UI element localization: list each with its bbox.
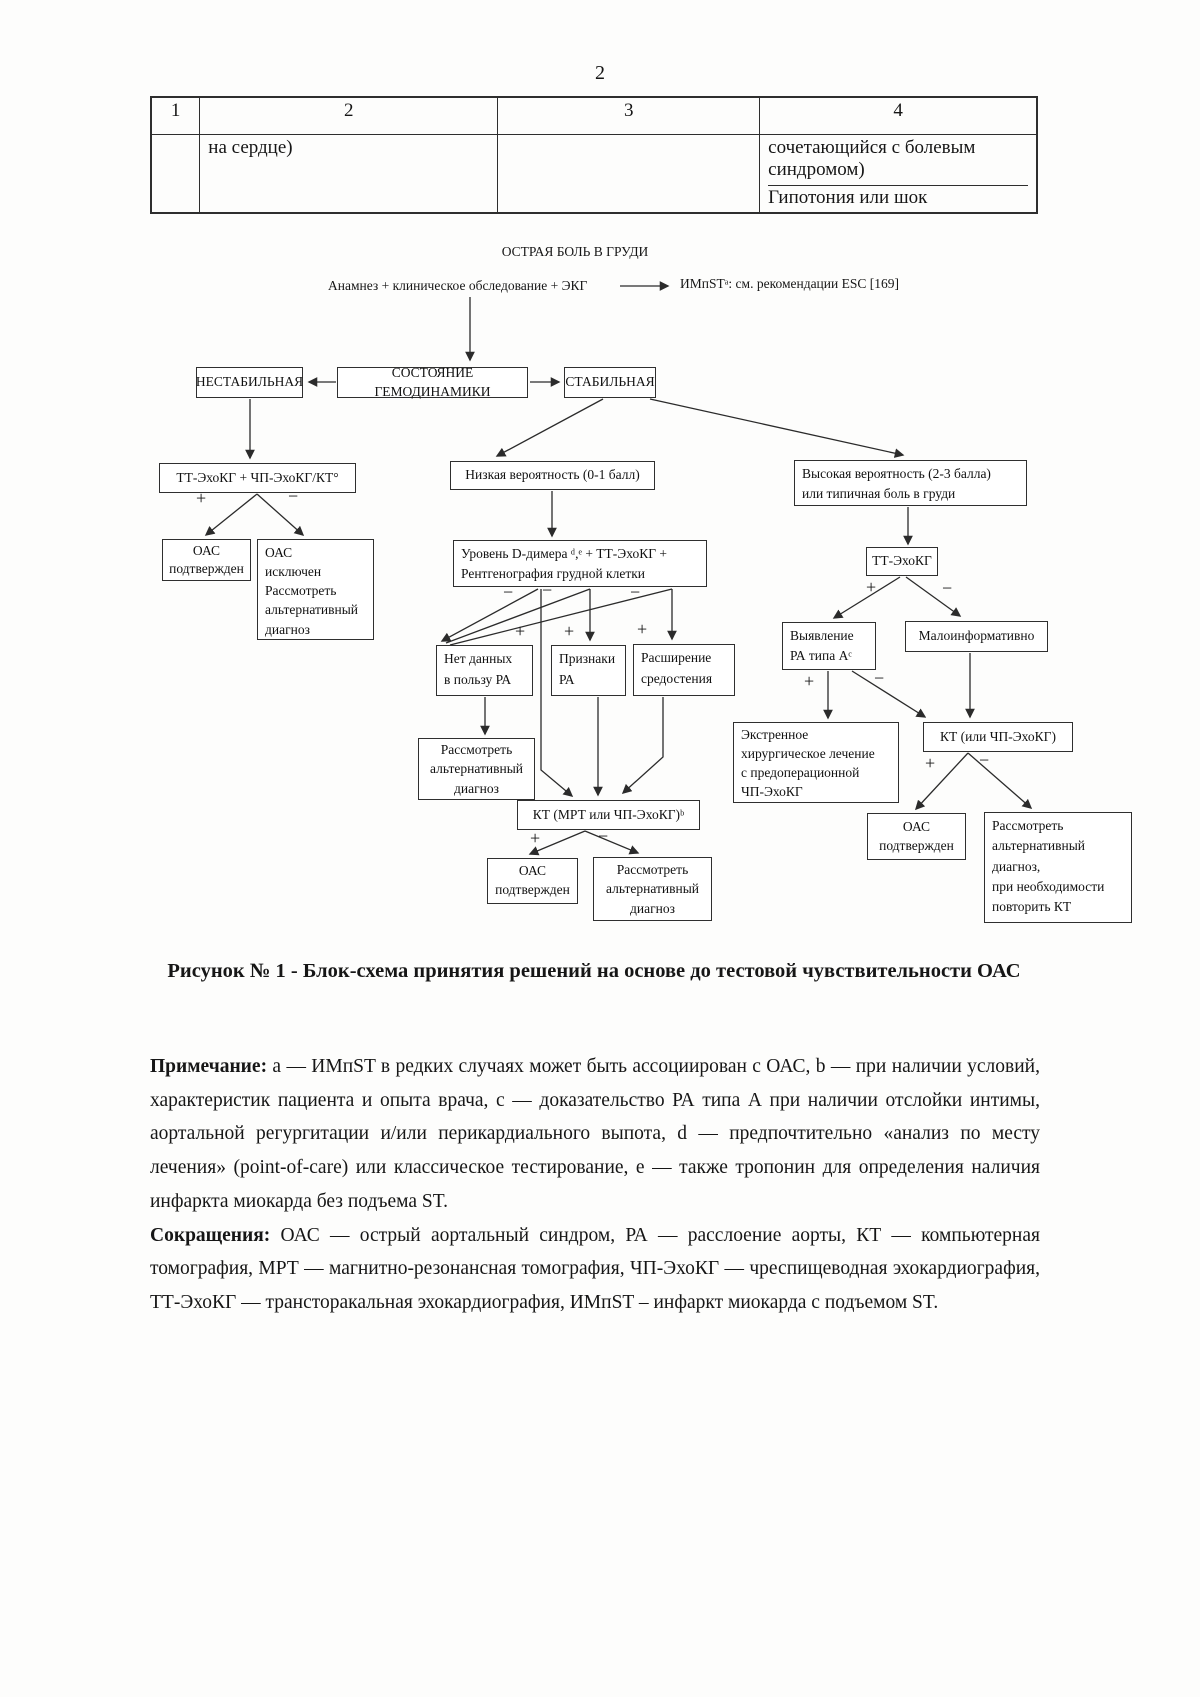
page-number: 2 bbox=[595, 62, 605, 84]
table-cell-symptoms: сочетающийся с болевым синдромом) Гипото… bbox=[759, 134, 1038, 213]
plus-label: + bbox=[196, 488, 207, 508]
node-ct-or-tee: КТ (или ЧП-ЭхоКГ) bbox=[923, 722, 1073, 752]
table-header-cell-3: 3 bbox=[497, 96, 761, 135]
node-hemodynamics: СОСТОЯНИЕ ГЕМОДИНАМИКИ bbox=[337, 365, 528, 399]
table-subcell-pain-syndrome: сочетающийся с болевым синдромом) bbox=[768, 135, 1028, 186]
table-cell-empty-3 bbox=[497, 134, 761, 213]
flowchart-title: ОСТРАЯ БОЛЬ В ГРУДИ bbox=[501, 244, 649, 259]
node-consider-alt-1: Рассмотреть альтернативный диагноз bbox=[418, 738, 535, 800]
node-mediastinal-widening: Расширение средостения bbox=[633, 644, 735, 696]
table-header-cell-2: 2 bbox=[199, 96, 499, 135]
minus-label: − bbox=[288, 486, 299, 506]
node-stable: СТАБИЛЬНАЯ bbox=[564, 367, 656, 398]
table-row: на сердце) сочетающийся с болевым синдро… bbox=[150, 134, 1038, 213]
node-consider-alt-2: Рассмотреть альтернативный диагноз bbox=[593, 857, 712, 921]
continuation-table: 1 2 3 4 на сердце) сочетающийся с болевы… bbox=[150, 96, 1038, 214]
minus-label: − bbox=[542, 580, 553, 600]
node-low-probability: Низкая вероятность (0-1 балл) bbox=[450, 461, 655, 490]
table-header-cell-1: 1 bbox=[150, 96, 201, 135]
plus-label: + bbox=[637, 619, 648, 639]
minus-label: − bbox=[503, 582, 514, 602]
plus-label: + bbox=[515, 621, 526, 641]
plus-label: + bbox=[564, 621, 575, 641]
anamnesis-text: Анамнез + клиническое обследование + ЭКГ bbox=[328, 278, 588, 293]
minus-label: − bbox=[598, 826, 609, 846]
table-cell-empty-1 bbox=[150, 134, 201, 213]
plus-label: + bbox=[925, 753, 936, 773]
node-tte-tee-ct: ТТ-ЭхоКГ + ЧП-ЭхоКГ/КТ° bbox=[159, 463, 356, 493]
node-uninformative: Малоинформативно bbox=[905, 621, 1048, 652]
table-header-row: 1 2 3 4 bbox=[150, 96, 1038, 135]
plus-label: + bbox=[866, 577, 877, 597]
imst-note-text: ИМпSTᵃ: см. рекомендации ESC [169] bbox=[680, 276, 899, 291]
decision-flowchart: ОСТРАЯ БОЛЬ В ГРУДИ Анамнез + клиническо… bbox=[159, 244, 1132, 923]
minus-label: − bbox=[979, 750, 990, 770]
node-oas-confirmed-2: ОАС подтвержден bbox=[487, 858, 578, 904]
node-emergency-surgery: Экстренное хирургическое лечение с предо… bbox=[733, 722, 899, 803]
abbreviations-label: Сокращения: bbox=[150, 1224, 271, 1246]
node-signs-ra: Признаки РА bbox=[551, 645, 626, 696]
node-ct-mrt-tee: КТ (МРТ или ЧП-ЭхоКГ)ᵇ bbox=[517, 800, 700, 830]
node-ra-type-a-detection: Выявление РА типа Аᶜ bbox=[782, 622, 876, 670]
node-consider-alt-3: Рассмотреть альтернативный диагноз, при … bbox=[984, 812, 1132, 923]
node-oas-confirmed-1: ОАС подтвержден bbox=[162, 539, 251, 581]
abbreviations-paragraph: Сокращения: ОАС — острый аортальный синд… bbox=[150, 1219, 1040, 1320]
node-unstable: НЕСТАБИЛЬНАЯ bbox=[196, 367, 303, 398]
plus-label: + bbox=[804, 671, 815, 691]
node-oas-confirmed-3: ОАС подтвержден bbox=[867, 813, 966, 860]
plus-label: + bbox=[530, 828, 541, 848]
node-high-probability: Высокая вероятность (2-3 балла) или типи… bbox=[794, 460, 1027, 506]
minus-label: − bbox=[874, 668, 885, 688]
node-d-dimer: Уровень D-димера ᵈ,ᵉ + ТТ-ЭхоКГ + Рентге… bbox=[453, 540, 707, 587]
node-tte: ТТ-ЭхоКГ bbox=[866, 547, 938, 576]
minus-label: − bbox=[630, 582, 641, 602]
node-no-data-ra: Нет данных в пользу РА bbox=[436, 645, 533, 696]
table-subcell-hypotension: Гипотония или шок bbox=[768, 187, 928, 208]
figure-caption: Рисунок № 1 - Блок-схема принятия решени… bbox=[167, 960, 1021, 982]
note-paragraph: Примечание: a — ИМпST в редких случаях м… bbox=[150, 1050, 1040, 1219]
note-label: Примечание: bbox=[150, 1056, 268, 1077]
node-oas-excluded: ОАС исключен Рассмотреть альтернативный … bbox=[257, 539, 374, 640]
abbreviations-text: ОАС — острый аортальный синдром, РА — ра… bbox=[150, 1224, 1040, 1314]
minus-label: − bbox=[942, 578, 953, 598]
note-text: a — ИМпST в редких случаях может быть ас… bbox=[150, 1056, 1040, 1212]
table-cell-heart: на сердце) bbox=[199, 134, 499, 213]
notes-section: Примечание: a — ИМпST в редких случаях м… bbox=[150, 1050, 1040, 1320]
